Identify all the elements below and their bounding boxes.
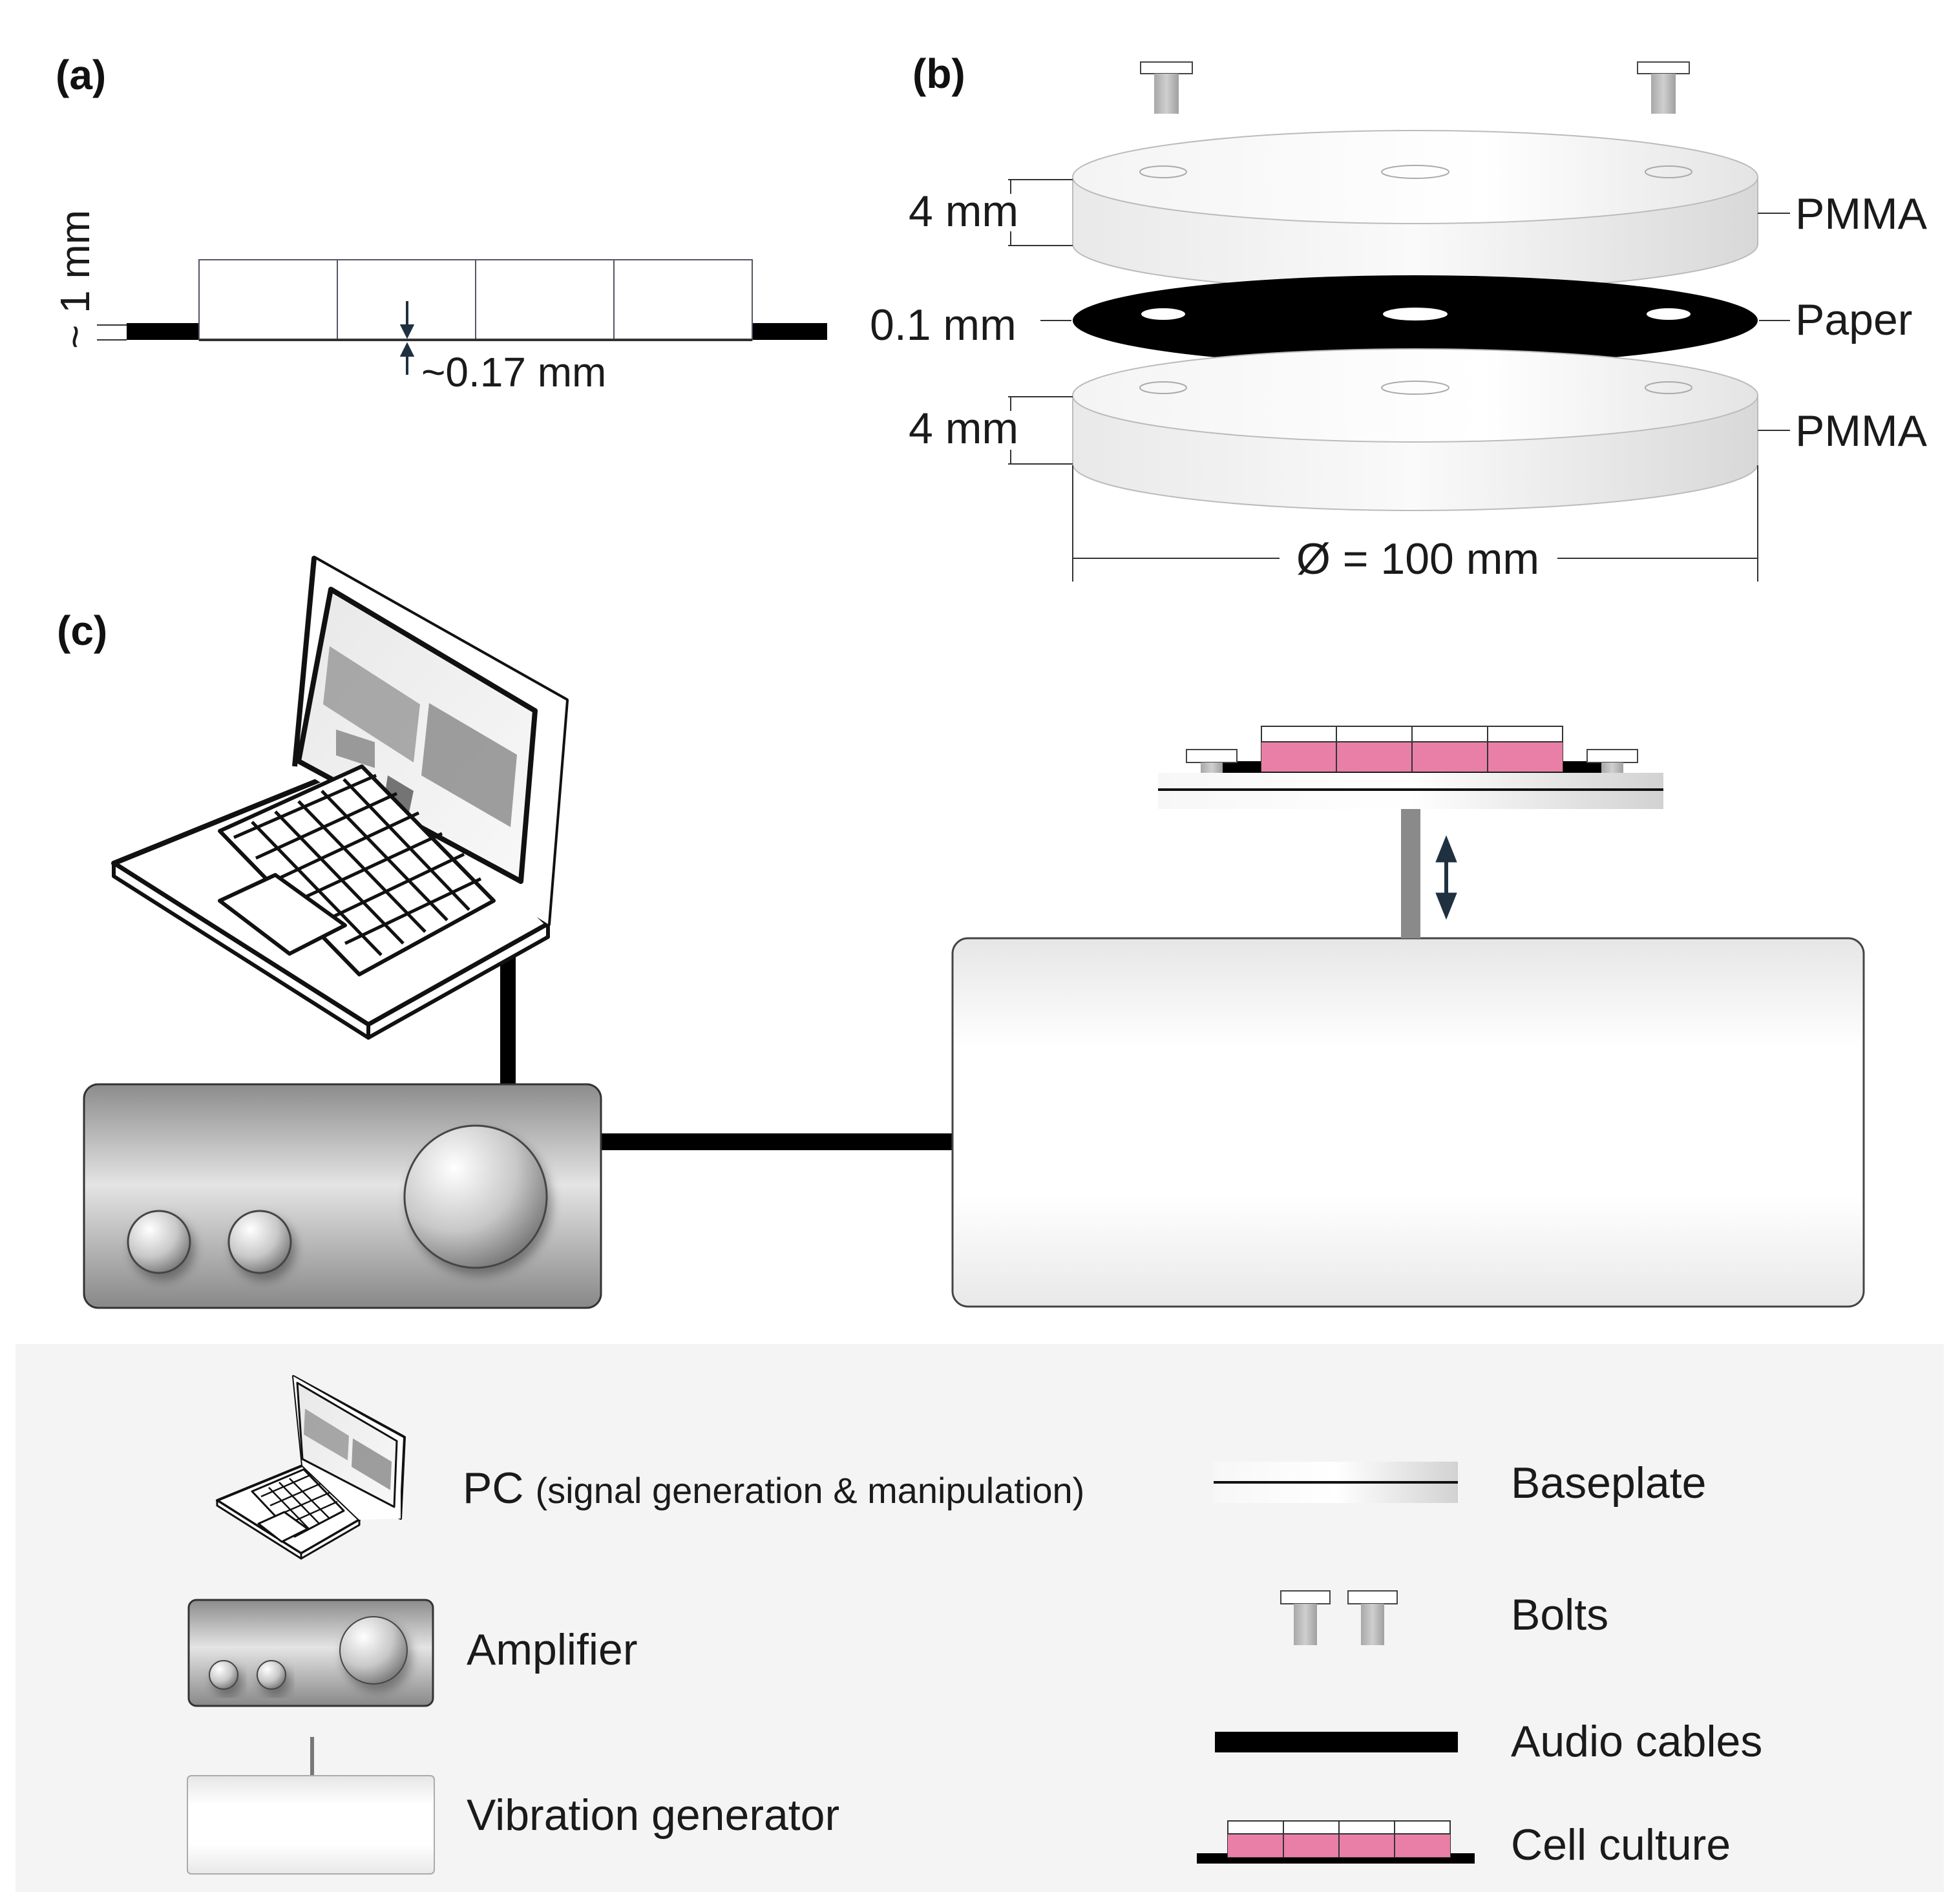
legend-cell-culture-icon (1197, 1820, 1475, 1864)
middle-layer-label: Paper (1795, 295, 1912, 344)
top-thickness-label: 4 mm (909, 187, 1018, 236)
bottom-layer-label: PMMA (1795, 406, 1928, 456)
baseplate-bolt-left (1186, 749, 1238, 773)
cell-culture-plate (1261, 726, 1563, 772)
panel-b: (b) (870, 50, 1928, 583)
legend-amplifier-label: Amplifier (467, 1625, 638, 1674)
legend-pc-note: (signal generation & manipulation) (535, 1470, 1084, 1511)
top-layer-label: PMMA (1795, 189, 1928, 238)
thickness-arrows (399, 301, 415, 375)
legend-pc-label: PC (signal generation & manipulation) (463, 1464, 1084, 1513)
vibration-generator-device (951, 937, 1865, 1308)
legend-cell-culture-label: Cell culture (1511, 1820, 1731, 1869)
pmma-top-disk (1072, 130, 1758, 291)
bolt-right (1637, 61, 1690, 114)
legend-amplifier-icon (187, 1599, 434, 1707)
legend-pc-name: PC (463, 1464, 523, 1513)
slide-left-strip (127, 323, 199, 340)
baseplate-bolt-right (1586, 749, 1638, 773)
legend-bolts-icon (1280, 1590, 1398, 1645)
amplifier-small-knob-left (127, 1210, 191, 1274)
legend: PC (signal generation & manipulation) Amp… (16, 1344, 1944, 1892)
amplifier-small-knob-right (227, 1210, 292, 1274)
legend-pc-icon (216, 1375, 406, 1560)
baseplate (1158, 773, 1663, 809)
bolt-left (1140, 61, 1193, 114)
panel-b-label: (b) (912, 50, 965, 97)
diameter-label: Ø = 100 mm (1296, 534, 1539, 583)
thickness-label: ~0.17 mm (421, 349, 606, 395)
legend-bolts-label: Bolts (1511, 1590, 1608, 1639)
panel-a-label: (a) (56, 52, 106, 98)
legend-baseplate-label: Baseplate (1511, 1458, 1706, 1508)
amplifier-large-knob (403, 1124, 548, 1269)
paper-thickness-label: 0.1 mm (870, 300, 1017, 350)
amplifier-device (83, 1083, 602, 1309)
height-label: ~ 1 mm (52, 210, 98, 349)
pmma-bottom-disk (1072, 348, 1758, 511)
amplifier-generator-cable (601, 1133, 953, 1150)
generator-shaft (1401, 809, 1420, 938)
well-plate (198, 259, 753, 341)
laptop-icon (111, 556, 569, 1040)
panel-c-label: (c) (57, 607, 107, 654)
panel-c: (c) (57, 556, 1865, 1309)
slide-right-strip (752, 323, 827, 340)
legend-audio-cables-label: Audio cables (1511, 1717, 1762, 1766)
legend-vibration-generator-icon (187, 1737, 435, 1875)
bottom-thickness-label: 4 mm (909, 404, 1018, 453)
legend-audio-cable-icon (1215, 1732, 1458, 1752)
legend-vibration-generator-label: Vibration generator (467, 1791, 839, 1840)
vibration-arrow-icon (1435, 835, 1457, 920)
dimension-lines (1008, 179, 1790, 582)
panel-a: (a) ~0.17 mm ~ 1 mm (52, 52, 827, 395)
paper-disk (1073, 275, 1758, 366)
legend-baseplate-icon (1214, 1462, 1458, 1503)
